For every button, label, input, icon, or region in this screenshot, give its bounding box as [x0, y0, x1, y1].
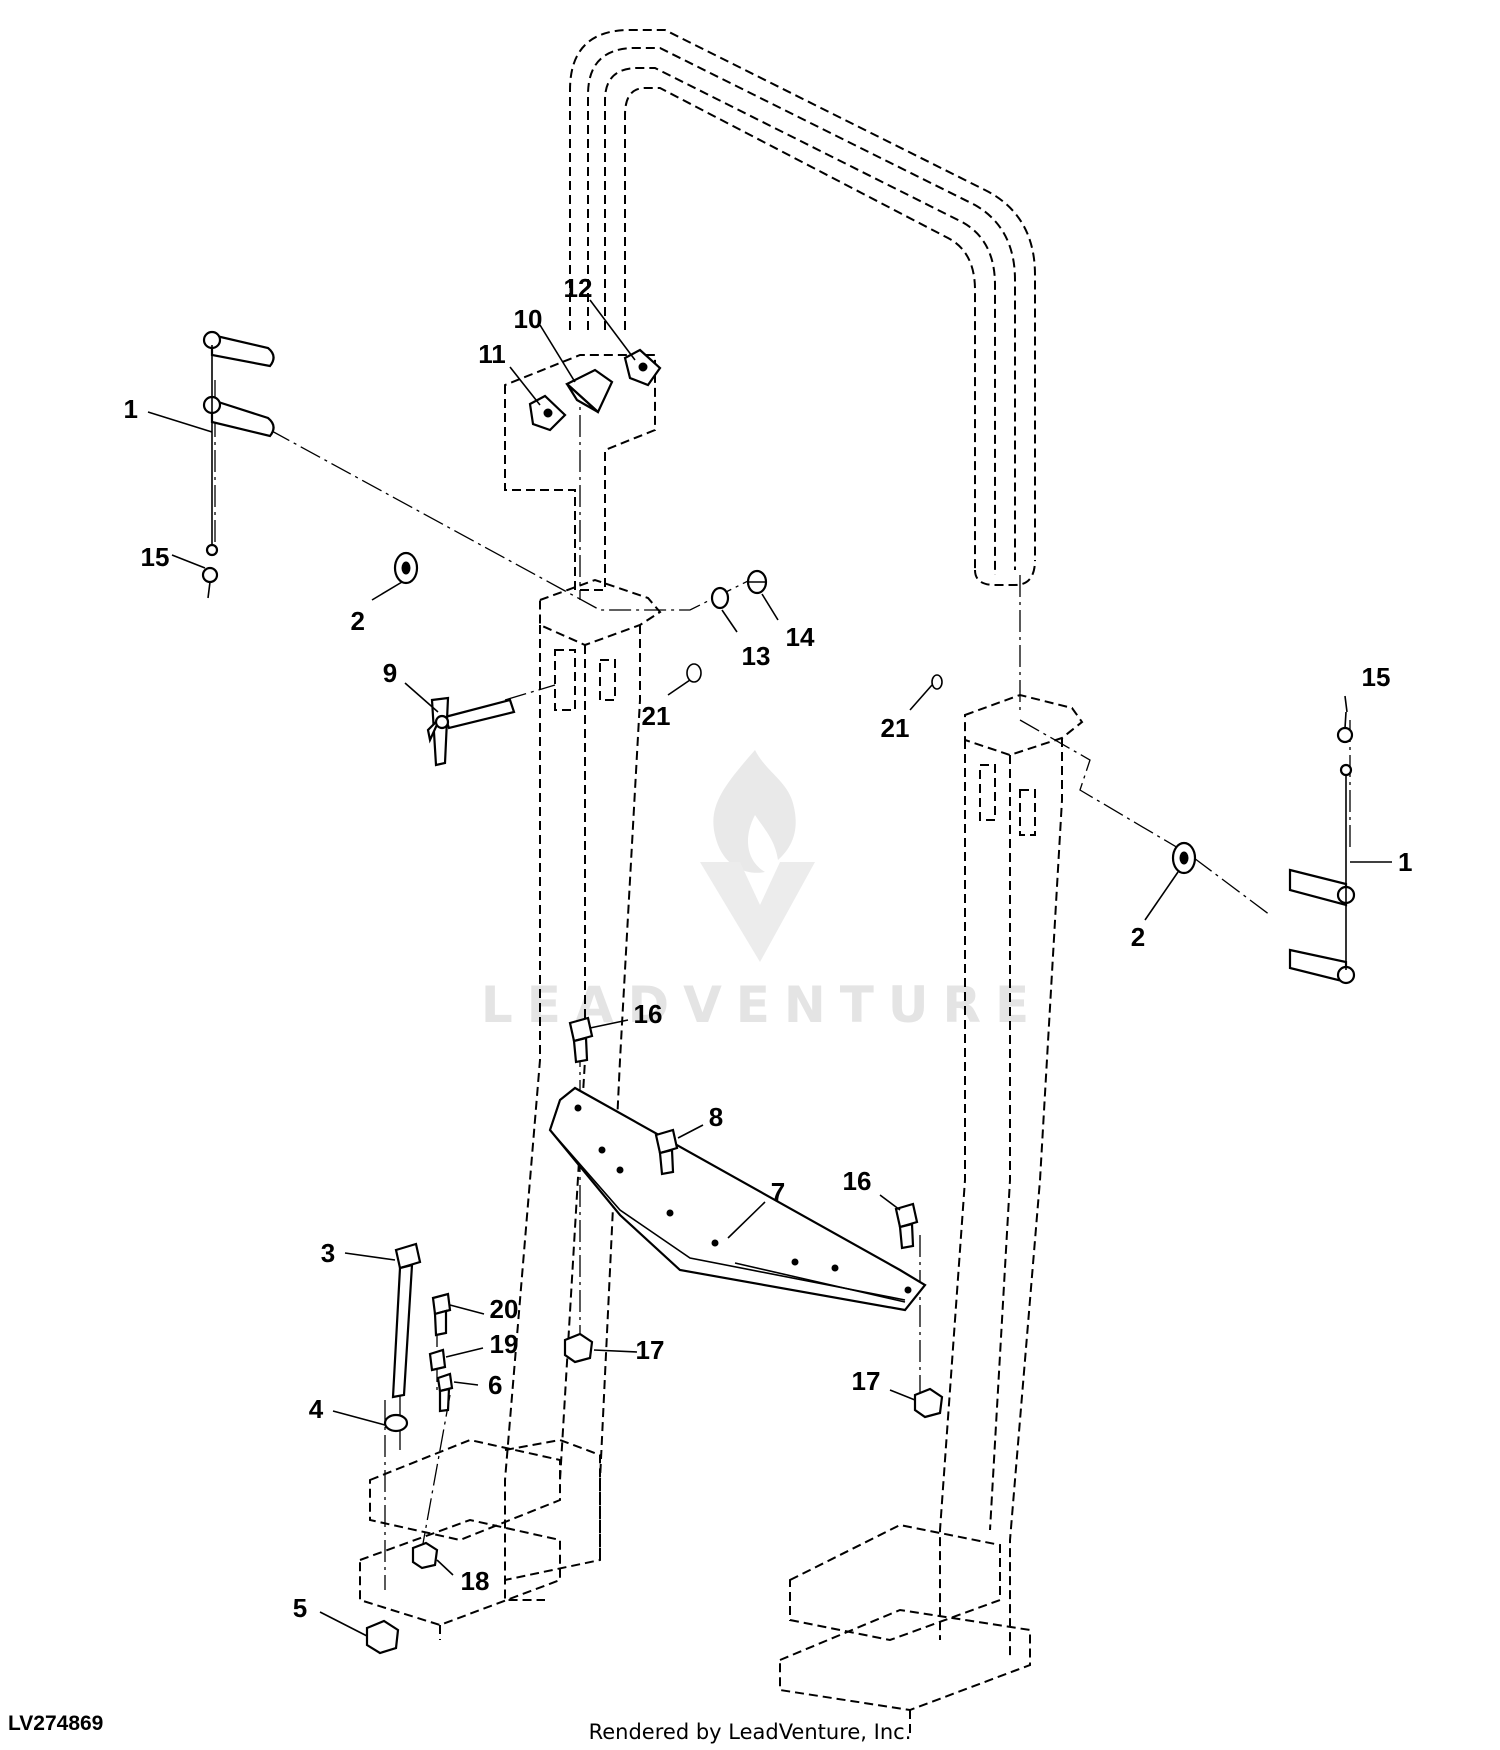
callout-10: 10	[514, 304, 543, 334]
callout-15-right: 15	[1362, 662, 1391, 692]
foot-plates	[359, 1438, 1031, 1735]
nut-17-right	[913, 1387, 944, 1419]
pin-21-right	[931, 674, 943, 690]
isolator-10	[565, 368, 614, 414]
spacer-19	[428, 1348, 447, 1372]
upper-mount-bracket	[504, 354, 656, 591]
callout-4: 4	[309, 1394, 324, 1424]
callout-16-right: 16	[843, 1166, 872, 1196]
callout-18: 18	[461, 1566, 490, 1596]
callout-17-right: 17	[852, 1366, 881, 1396]
bolt-16-right	[894, 1202, 919, 1250]
render-credit: Rendered by LeadVenture, Inc.	[588, 1720, 912, 1744]
watermark-flame-icon	[713, 750, 796, 873]
lanyard-pin-right	[1288, 763, 1356, 985]
callout-14: 14	[786, 622, 815, 652]
callout-1-left: 1	[124, 394, 138, 424]
callout-16-left: 16	[634, 999, 663, 1029]
t-handle-pin	[426, 696, 516, 767]
watermark-v-icon	[700, 862, 815, 962]
watermark: LEADVENTURE	[481, 750, 1043, 1034]
callout-21-right: 21	[881, 713, 910, 743]
nut-18	[411, 1541, 439, 1570]
washer-left	[393, 551, 419, 585]
leader-lines	[147, 299, 1392, 1637]
callout-1-right: 1	[1398, 847, 1412, 877]
clip-right	[1336, 711, 1354, 744]
drawing-id: LV274869	[8, 1712, 104, 1735]
callout-11: 11	[478, 339, 506, 369]
callout-8: 8	[709, 1102, 723, 1132]
cross-member	[548, 1086, 927, 1312]
nut-5	[365, 1619, 400, 1655]
bolt-20	[431, 1292, 452, 1337]
callout-15-left: 15	[141, 542, 170, 572]
callout-13: 13	[742, 641, 771, 671]
callout-19: 19	[490, 1329, 519, 1359]
callout-12: 12	[564, 273, 593, 303]
callouts: 1 1 2 2 3 4 5 6 7 8 9 10 11 12 13 14 15 …	[124, 273, 1413, 1623]
clip-left	[201, 566, 219, 599]
nut-17-left	[563, 1332, 594, 1364]
washer-13	[710, 586, 730, 610]
callout-7: 7	[771, 1177, 785, 1207]
bolt-6	[436, 1372, 454, 1413]
spacer-11	[528, 394, 567, 432]
bolt-16-left	[568, 1016, 594, 1064]
bolt-8	[654, 1128, 679, 1176]
watermark-text: LEADVENTURE	[481, 976, 1043, 1034]
washer-4	[383, 1413, 409, 1433]
callout-21-left: 21	[642, 701, 671, 731]
rops-post-left	[504, 578, 662, 1601]
nut-14	[746, 569, 768, 595]
callout-6: 6	[488, 1370, 502, 1400]
callout-3: 3	[321, 1238, 335, 1268]
callout-5: 5	[293, 1593, 307, 1623]
callout-20: 20	[490, 1294, 519, 1324]
long-bolt-3	[391, 1242, 422, 1399]
callout-2-left: 2	[351, 606, 365, 636]
rops-upper-loop	[569, 29, 1036, 586]
callout-9: 9	[383, 658, 397, 688]
callout-17-left: 17	[636, 1335, 665, 1365]
callout-2-right: 2	[1131, 922, 1145, 952]
washer-right	[1171, 841, 1197, 875]
lanyard-pin-left	[202, 330, 275, 557]
pin-21-left	[686, 663, 702, 683]
rops-post-right	[939, 693, 1084, 1660]
